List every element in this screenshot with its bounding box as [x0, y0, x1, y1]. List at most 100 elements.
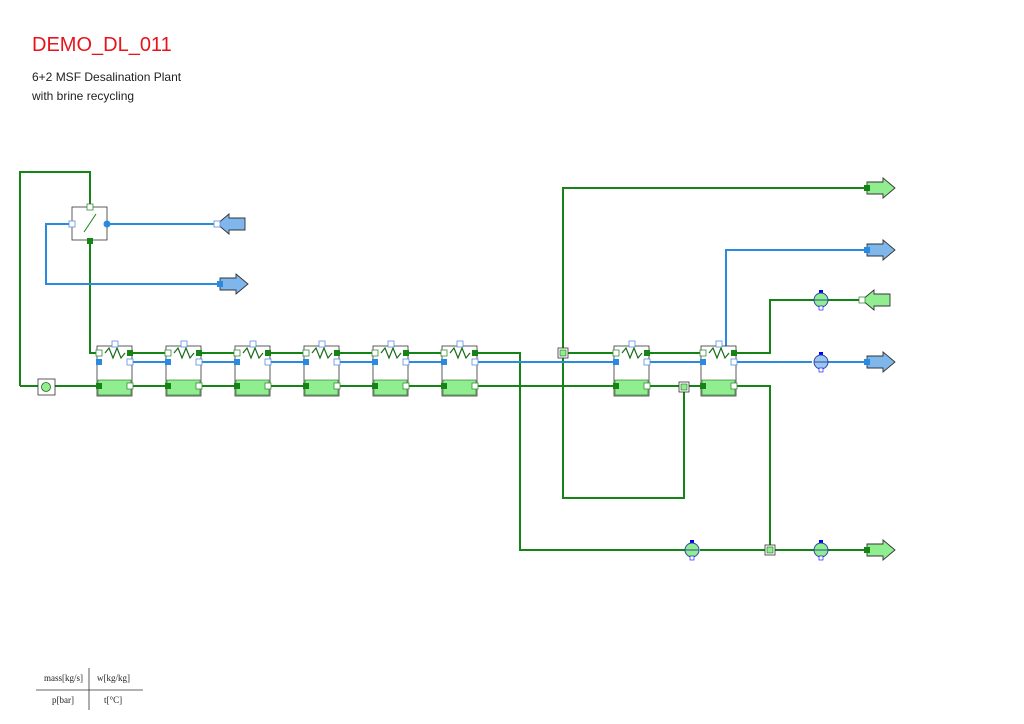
port-solid: [334, 350, 340, 356]
arrow-shape: [866, 177, 896, 199]
legend-t: t[°C]: [104, 695, 123, 705]
port: [233, 349, 241, 357]
heat-exchanger-icon: [449, 346, 471, 360]
seawater-feed-line: [563, 299, 818, 354]
arrow-port: [864, 359, 870, 365]
port: [126, 358, 134, 366]
page-title: DEMO_DL_011: [32, 34, 172, 56]
mixer-core: [559, 349, 567, 357]
legend-grid: [36, 668, 143, 710]
port-solid: [234, 359, 240, 365]
legend-mass: mass[kg/s]: [44, 673, 83, 683]
hx-port-bottom: [689, 555, 695, 561]
port: [264, 358, 272, 366]
arrow-shape: [866, 351, 896, 373]
subtitle-line-1: 6+2 MSF Desalination Plant: [32, 70, 182, 84]
port: [126, 382, 134, 390]
stage-brine-pool: [304, 379, 339, 396]
port: [471, 382, 479, 390]
flash-stage: [699, 340, 738, 397]
heat-exchanger-icon: [813, 290, 829, 311]
port-solid: [441, 383, 447, 389]
heat-exchanger-icon: [684, 540, 700, 561]
stage-brine-pool: [701, 379, 736, 396]
port-solid: [700, 359, 706, 365]
outlet-arrow-icon: [864, 239, 896, 261]
pump-icon: [37, 378, 56, 396]
hx-port-top: [819, 540, 823, 544]
flash-stages: [95, 340, 738, 397]
legend-w: w[kg/kg]: [97, 673, 130, 683]
port-solid: [613, 359, 619, 365]
arrow-shape: [219, 273, 249, 295]
arrow-shape: [216, 213, 246, 235]
port-solid: [303, 359, 309, 365]
port-top: [387, 340, 395, 348]
heat-exchanger-icon: [173, 346, 195, 360]
stage-brine-pool: [235, 379, 270, 396]
port: [643, 358, 651, 366]
port: [402, 358, 410, 366]
port-top: [456, 340, 464, 348]
port-solid: [613, 383, 619, 389]
heat-exchanger-icon: [242, 346, 264, 360]
inlet-arrow-icon: [213, 213, 246, 235]
port-solid: [700, 383, 706, 389]
mixer-icon: [678, 381, 690, 393]
port: [333, 358, 341, 366]
port: [164, 349, 172, 357]
subtitle-line-2: with brine recycling: [32, 89, 135, 103]
port-top: [249, 340, 257, 348]
port: [264, 382, 272, 390]
port-top: [111, 340, 119, 348]
stream-terminals: [213, 177, 896, 561]
flash-stage: [95, 340, 134, 397]
port-solid: [127, 350, 133, 356]
arrow-port: [864, 547, 870, 553]
port: [95, 349, 103, 357]
port-solid: [165, 359, 171, 365]
port-top: [318, 340, 326, 348]
hx-port-bottom: [818, 367, 824, 373]
arrow-port: [213, 220, 221, 228]
hx-port-bottom: [818, 555, 824, 561]
arrow-port: [864, 247, 870, 253]
port-solid: [441, 359, 447, 365]
pump-rotor: [41, 382, 51, 392]
heat-exchanger-icon: [813, 540, 829, 561]
port-solid: [303, 383, 309, 389]
port-top: [628, 340, 636, 348]
heat-exchanger-icon: [311, 346, 333, 360]
port-solid: [472, 350, 478, 356]
port: [471, 358, 479, 366]
hx-port-top: [819, 290, 823, 294]
port: [371, 349, 379, 357]
mixer-icon: [764, 544, 776, 556]
flash-stage: [371, 340, 410, 397]
port: [333, 382, 341, 390]
port-dot: [103, 220, 111, 228]
port-solid: [87, 238, 93, 244]
port: [730, 358, 738, 366]
port: [402, 382, 410, 390]
port-solid: [96, 383, 102, 389]
splitter-diagonal: [83, 213, 97, 233]
flash-stage: [302, 340, 341, 397]
stage-brine-pool: [614, 379, 649, 396]
port-solid: [403, 350, 409, 356]
outlet-arrow-icon: [864, 351, 896, 373]
port: [643, 382, 651, 390]
outlet-arrow-icon: [217, 273, 249, 295]
stage-brine-pool: [97, 379, 132, 396]
mixer-core: [680, 383, 688, 391]
mixer-core: [766, 546, 774, 554]
port: [195, 358, 203, 366]
arrow-shape: [861, 289, 891, 311]
port: [86, 203, 94, 211]
brine-main-line: [89, 242, 690, 551]
stage-brine-pool: [442, 379, 477, 396]
flash-stage: [612, 340, 651, 397]
port: [68, 220, 76, 228]
arrow-shape: [866, 239, 896, 261]
